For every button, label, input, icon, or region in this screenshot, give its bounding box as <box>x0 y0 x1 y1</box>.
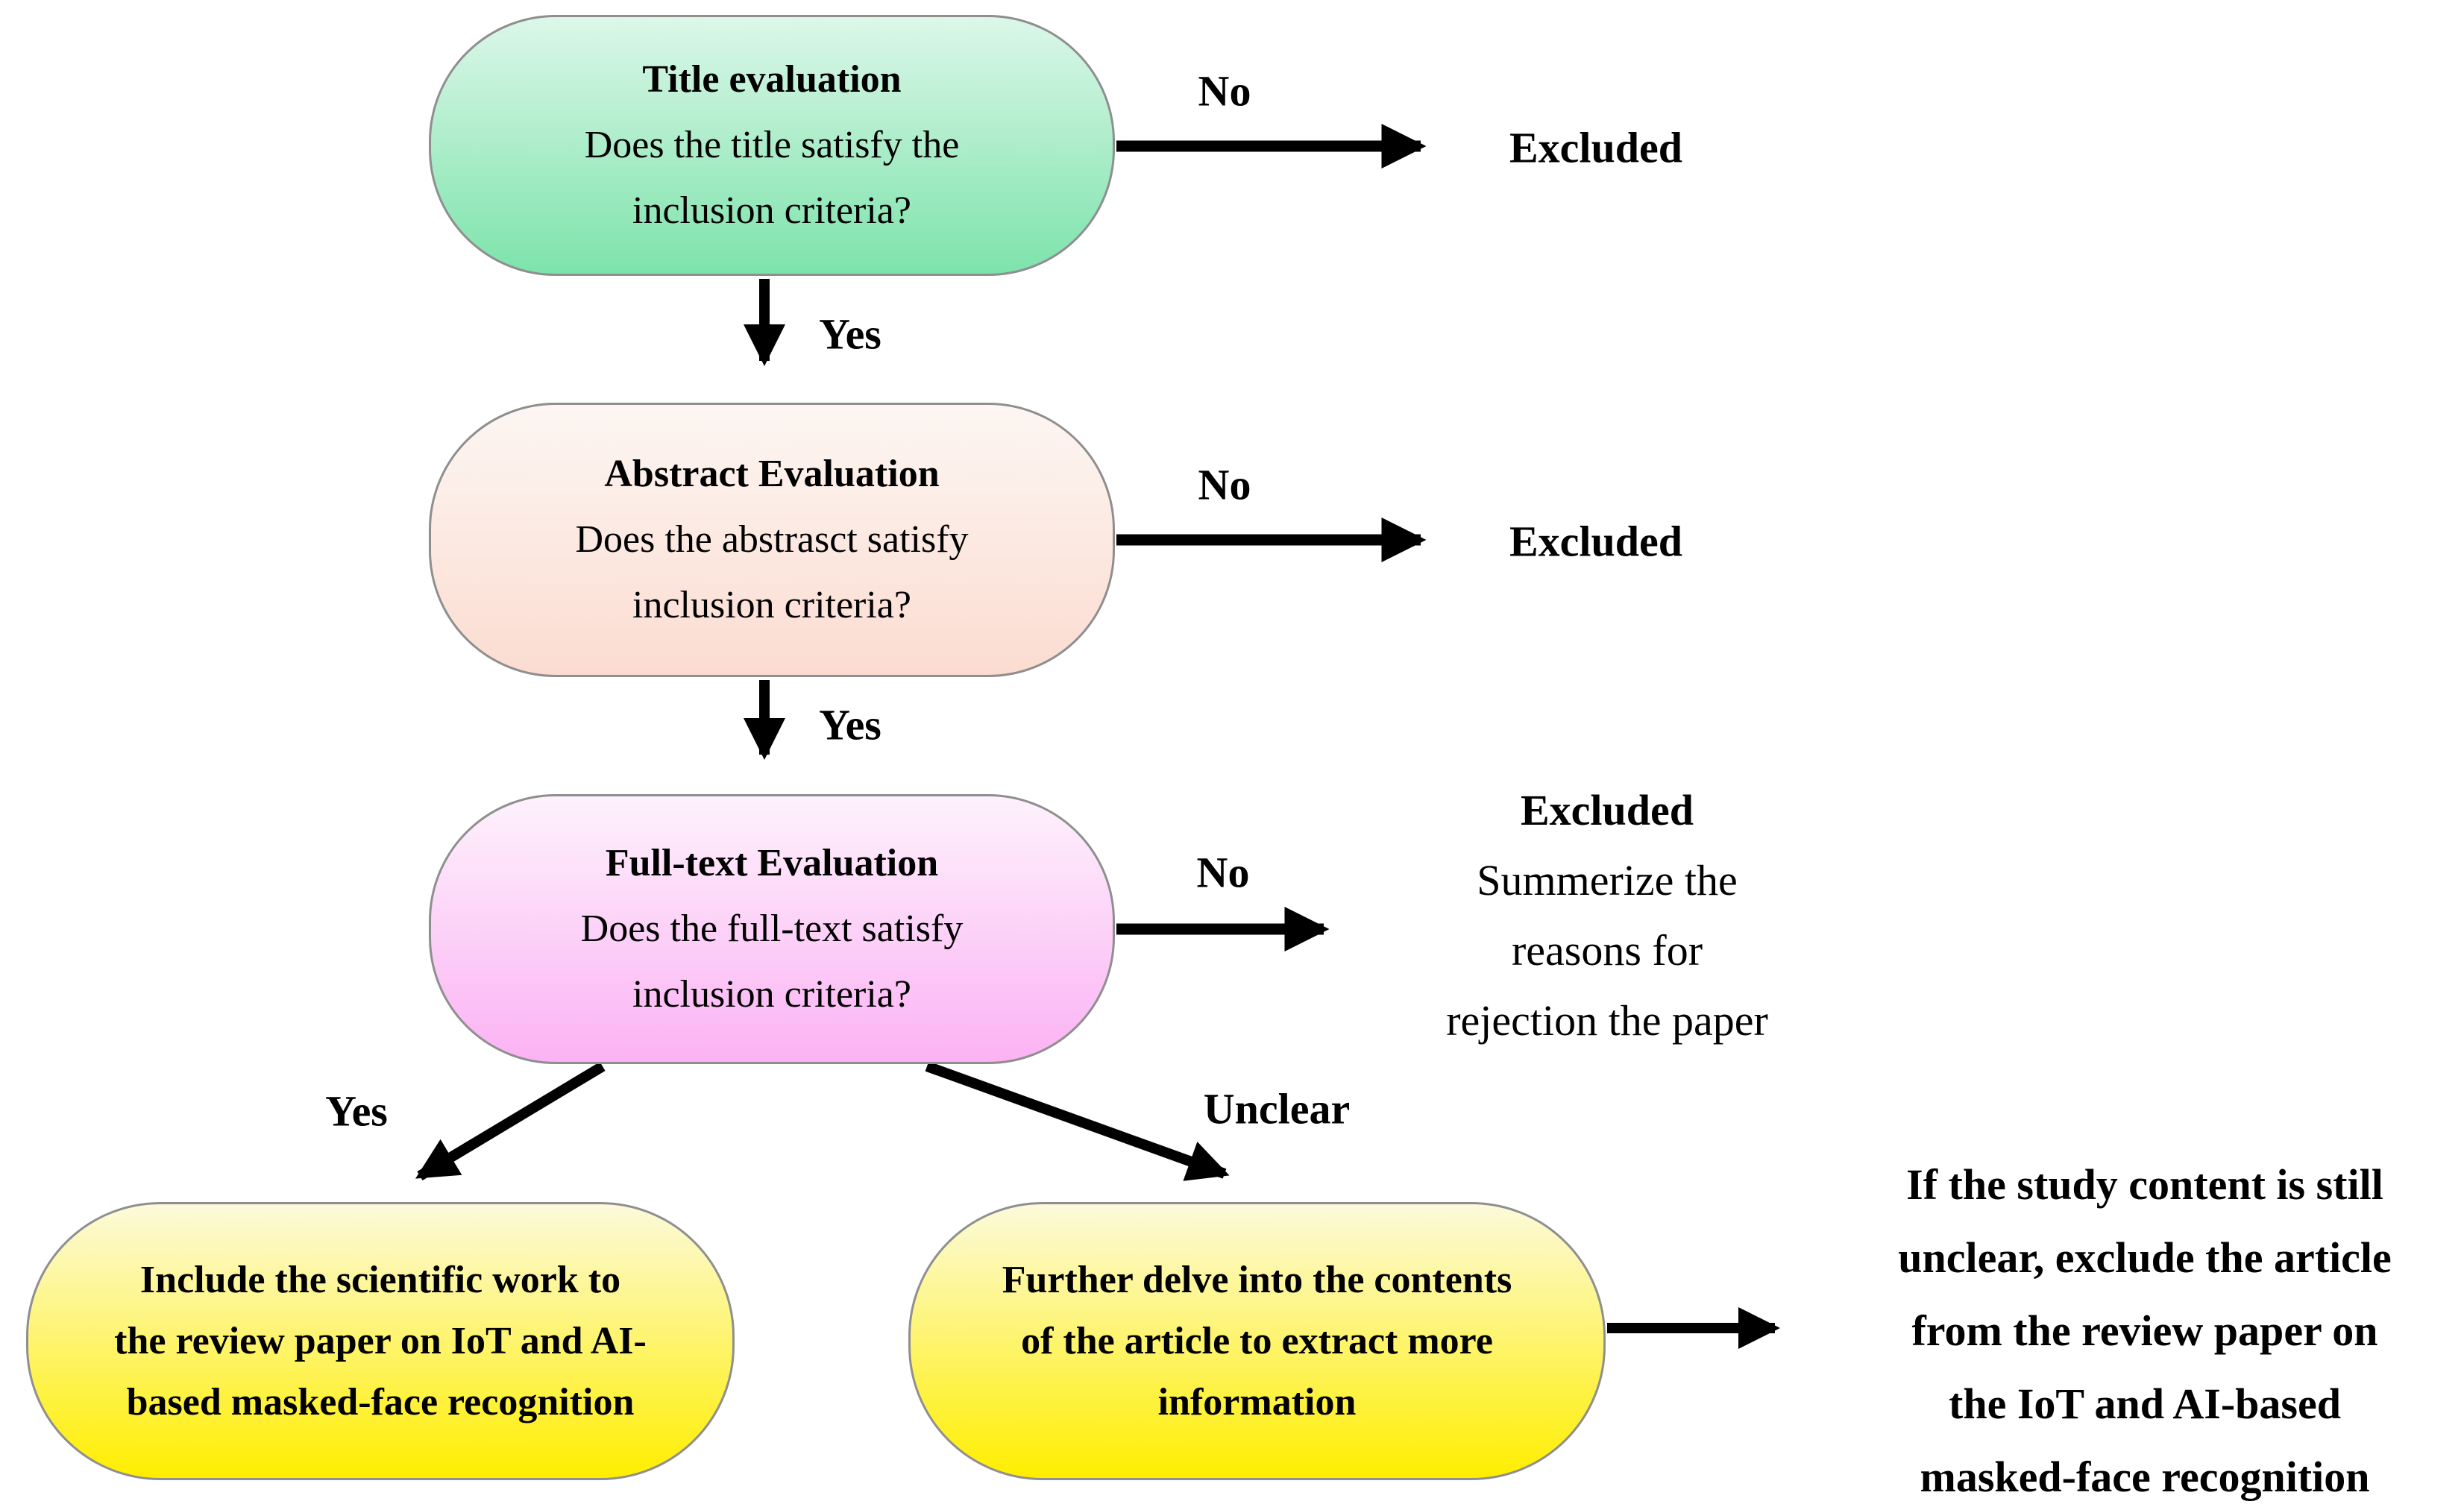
node-include-work-line2: the review paper on IoT and AI- <box>114 1319 647 1362</box>
node-fulltext-evaluation-question-line1: Does the full-text satisfy <box>580 907 964 950</box>
edge-label-no-fulltext: No <box>1196 848 1250 897</box>
node-title-evaluation-question-line1: Does the title satisfy the <box>584 124 960 166</box>
node-title-evaluation-heading: Title evaluation <box>642 58 902 101</box>
excluded-summary-line2: reasons for <box>1511 926 1703 975</box>
arrow-fulltext-yes-include <box>415 1061 606 1181</box>
final-exclusion-note-line1: If the study content is still <box>1906 1160 2383 1209</box>
edge-label-yes-title: Yes <box>819 309 881 359</box>
edge-label-yes-fulltext: Yes <box>325 1086 388 1136</box>
final-exclusion-note-line3: from the review paper on <box>1911 1306 2378 1355</box>
edge-label-no-title: No <box>1198 66 1251 116</box>
edge-label-unclear: Unclear <box>1203 1084 1351 1133</box>
final-exclusion-note-line2: unclear, exclude the article <box>1898 1233 2392 1282</box>
node-fulltext-evaluation: Full-text Evaluation Does the full-text … <box>429 794 1115 1064</box>
final-exclusion-note-line5: masked-face recognition <box>1920 1453 2370 1501</box>
edge-label-yes-abstract: Yes <box>819 700 881 749</box>
node-abstract-evaluation-heading: Abstract Evaluation <box>604 453 940 495</box>
node-abstract-evaluation-question-line2: inclusion criteria? <box>632 584 911 626</box>
node-fulltext-evaluation-heading: Full-text Evaluation <box>605 842 939 884</box>
node-include-work-line1: Include the scientific work to <box>139 1258 621 1301</box>
node-further-delve: Further delve into the contents of the a… <box>908 1202 1606 1480</box>
excluded-summary-title: Excluded <box>1520 786 1694 834</box>
final-exclusion-note-line4: the IoT and AI-based <box>1949 1380 2341 1428</box>
edge-label-no-abstract: No <box>1198 460 1251 509</box>
node-title-evaluation-question-line2: inclusion criteria? <box>632 189 911 232</box>
node-further-delve-line1: Further delve into the contents <box>1002 1258 1512 1301</box>
final-exclusion-note: If the study content is still unclear, e… <box>1805 1148 2464 1510</box>
node-further-delve-line2: of the article to extract more <box>1021 1319 1493 1362</box>
excluded-summary-line3: rejection the paper <box>1446 996 1768 1045</box>
node-fulltext-evaluation-question-line2: inclusion criteria? <box>632 973 911 1016</box>
node-include-work-line3: based masked-face recognition <box>126 1380 635 1424</box>
node-abstract-evaluation: Abstract Evaluation Does the abstrasct s… <box>429 403 1115 677</box>
node-further-delve-line3: information <box>1157 1380 1357 1424</box>
node-title-evaluation: Title evaluation Does the title satisfy … <box>429 15 1115 276</box>
node-abstract-evaluation-question-line1: Does the abstrasct satisfy <box>575 518 969 561</box>
arrow-fulltext-unclear-delve <box>925 1061 1230 1181</box>
excluded-summary-line1: Summerize the <box>1477 856 1738 905</box>
node-include-work: Include the scientific work to the revie… <box>26 1202 735 1480</box>
terminal-excluded-title: Excluded <box>1509 123 1683 172</box>
excluded-summary-block: Excluded Summerize the reasons for rejec… <box>1365 776 1849 1056</box>
terminal-excluded-abstract: Excluded <box>1509 517 1683 566</box>
